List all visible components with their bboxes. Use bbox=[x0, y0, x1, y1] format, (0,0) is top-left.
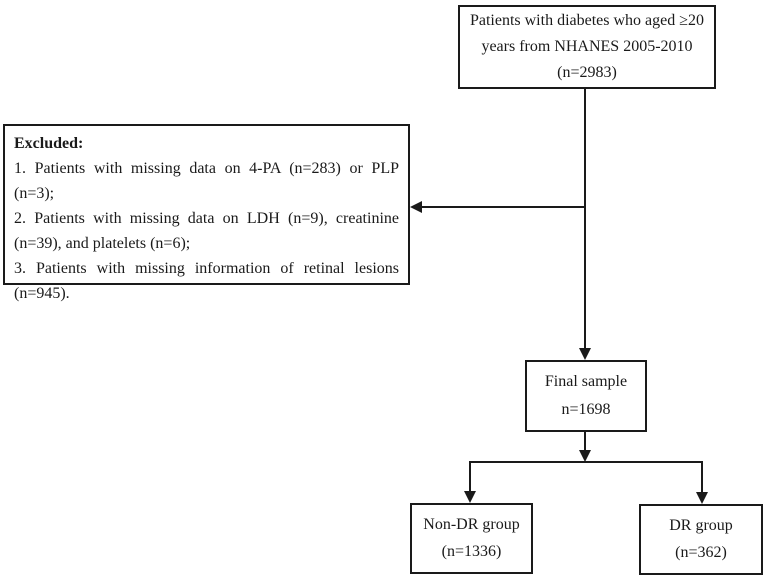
arrowhead-down-nondr-icon bbox=[464, 491, 476, 503]
study-population-line1: Patients with diabetes who aged ≥20 bbox=[469, 12, 705, 29]
study-population-line2: years from NHANES 2005-2010 bbox=[481, 38, 693, 55]
final-sample-count: n=1698 bbox=[561, 401, 611, 418]
connector-to-excluded bbox=[421, 206, 585, 208]
nondr-group-count: (n=1336) bbox=[441, 543, 502, 560]
final-sample-label: Final sample bbox=[544, 373, 628, 390]
connector-branch-to-nondr bbox=[469, 461, 471, 491]
final-sample-box: Final sample n=1698 bbox=[525, 360, 647, 432]
arrowhead-down-branch-icon bbox=[579, 450, 591, 462]
connector-top-to-final bbox=[584, 89, 586, 350]
dr-group-box: DR group (n=362) bbox=[639, 504, 763, 575]
nondr-group-label: Non-DR group bbox=[423, 516, 520, 533]
connector-branch-to-dr bbox=[701, 461, 703, 492]
study-population-box: Patients with diabetes who aged ≥20 year… bbox=[458, 5, 716, 89]
excluded-box: Excluded: 1. Patients with missing data … bbox=[3, 124, 410, 302]
arrowhead-left-excluded-icon bbox=[410, 201, 422, 213]
dr-group-label: DR group bbox=[669, 517, 733, 534]
nondr-group-box: Non-DR group (n=1336) bbox=[410, 503, 533, 574]
study-population-count: (n=2983) bbox=[557, 64, 617, 81]
connector-final-to-branch bbox=[584, 432, 586, 450]
arrowhead-down-final-icon bbox=[579, 348, 591, 360]
dr-group-count: (n=362) bbox=[675, 544, 727, 561]
excluded-title: Excluded: bbox=[14, 135, 84, 152]
excluded-item-1: 1. Patients with missing data on 4-PA (n… bbox=[14, 160, 399, 202]
excluded-item-2: 2. Patients with missing data on LDH (n=… bbox=[14, 210, 399, 252]
arrowhead-down-dr-icon bbox=[696, 492, 708, 504]
branch-line bbox=[469, 461, 703, 463]
excluded-item-3: 3. Patients with missing information of … bbox=[14, 260, 399, 302]
